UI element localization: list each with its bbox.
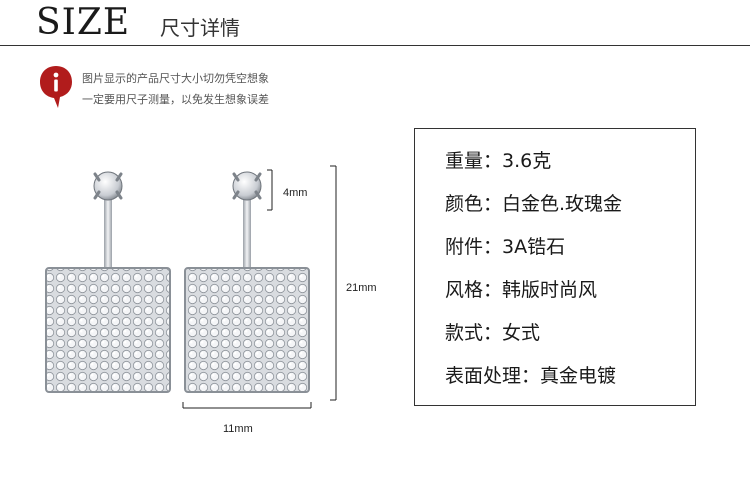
stone-dimension: 4mm (267, 169, 307, 211)
spec-style: 风格：韩版时尚风 (445, 275, 597, 302)
spec-panel: 重量：3.6克 颜色：白金色.玫瑰金 附件：3A锆石 风格：韩版时尚风 款式：女… (414, 128, 696, 406)
spec-value: 3A锆石 (502, 236, 566, 258)
width-dimension: 11mm (182, 402, 312, 435)
size-title: SIZE (36, 2, 131, 43)
width-label: 11mm (223, 423, 253, 435)
spec-label: 风格： (445, 279, 503, 301)
height-dimension: 21mm (330, 165, 377, 401)
header-divider (0, 45, 750, 46)
notice-line-1: 图片显示的产品尺寸大小切勿凭空想象 (82, 72, 269, 85)
product-illustration: 4mm 21mm 11mm (45, 165, 377, 435)
earring-right (184, 171, 310, 393)
spec-finish: 表面处理：真金电镀 (445, 361, 616, 388)
spec-value: 女式 (502, 322, 541, 344)
spec-accessory: 附件：3A锆石 (445, 232, 565, 259)
notice-text: 图片显示的产品尺寸大小切勿凭空想象 一定要用尺子测量，以免发生想象误差 (82, 68, 382, 110)
spec-value: 白金色.玫瑰金 (502, 193, 623, 215)
spec-label: 表面处理： (445, 365, 541, 387)
spec-value: 真金电镀 (540, 365, 617, 387)
spec-label: 颜色： (445, 193, 503, 215)
spec-label: 附件： (445, 236, 503, 258)
earring-left (45, 171, 171, 393)
notice-line-2: 一定要用尺子测量，以免发生想象误差 (82, 93, 269, 106)
spec-value: 3.6克 (502, 150, 552, 172)
info-speech-bubble-icon (40, 66, 72, 108)
spec-label: 款式： (445, 322, 503, 344)
size-subtitle: 尺寸详情 (160, 16, 240, 40)
spec-type: 款式：女式 (445, 318, 540, 345)
spec-weight: 重量：3.6克 (445, 146, 551, 173)
stone-size-label: 4mm (283, 187, 307, 199)
spec-value: 韩版时尚风 (502, 279, 598, 301)
header: SIZE 尺寸详情 (0, 0, 750, 46)
spec-label: 重量： (445, 150, 503, 172)
spec-color: 颜色：白金色.玫瑰金 (445, 189, 622, 216)
height-label: 21mm (346, 282, 377, 294)
